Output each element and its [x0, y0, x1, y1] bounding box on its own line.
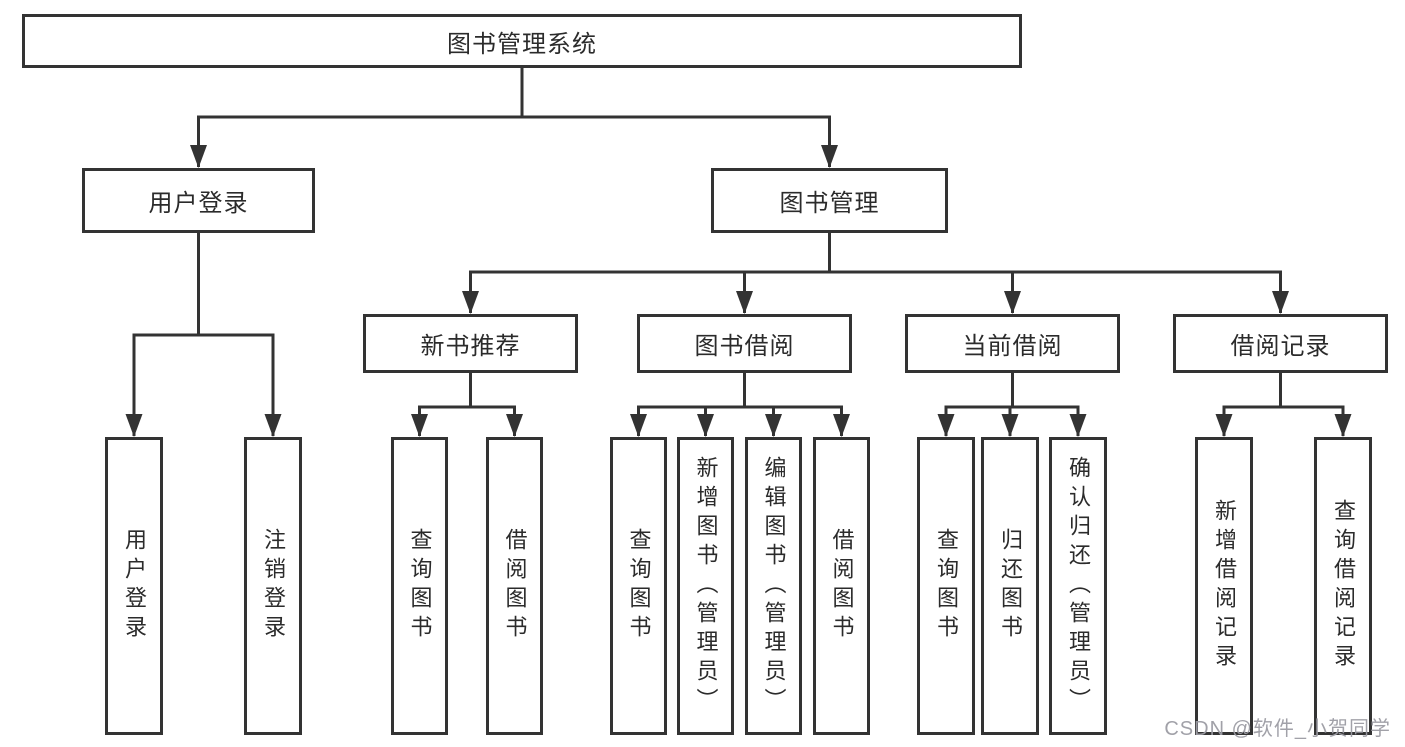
node-bb-edit: 编辑图书（管理员）	[745, 437, 802, 735]
node-nb-borrow: 借阅图书	[486, 437, 543, 735]
node-label: 借阅记录	[1230, 333, 1331, 360]
node-label: 用户登录	[148, 190, 249, 217]
node-bb-borrow: 借阅图书	[813, 437, 870, 735]
node-label: 新书推荐	[420, 333, 521, 360]
node-label: 新增借阅记录	[1212, 499, 1237, 673]
node-br-add: 新增借阅记录	[1195, 437, 1253, 735]
node-label: 编辑图书（管理员）	[761, 455, 787, 717]
watermark: CSDN @软件_小贺同学	[1164, 718, 1391, 740]
node-bb-add: 新增图书（管理员）	[677, 437, 734, 735]
node-root: 图书管理系统	[22, 14, 1022, 68]
node-label: 用户登录	[122, 528, 147, 644]
node-label: 借阅图书	[502, 528, 528, 644]
node-label: 图书管理	[779, 190, 880, 217]
node-br-query: 查询借阅记录	[1314, 437, 1372, 735]
node-label: 当前借阅	[962, 333, 1063, 360]
node-label: 注销登录	[261, 528, 286, 644]
node-leaf-logout: 注销登录	[244, 437, 302, 735]
node-label: 借阅图书	[829, 528, 855, 644]
node-label: 查询图书	[407, 528, 433, 644]
node-book-borrow: 图书借阅	[637, 314, 852, 373]
node-user-login: 用户登录	[82, 168, 315, 233]
node-label: 查询图书	[626, 528, 652, 644]
node-book-mgmt: 图书管理	[711, 168, 948, 233]
node-cb-query: 查询图书	[917, 437, 975, 735]
node-label: 查询图书	[934, 528, 959, 644]
node-leaf-user-login: 用户登录	[105, 437, 163, 735]
node-new-books: 新书推荐	[363, 314, 578, 373]
node-label: 归还图书	[998, 528, 1023, 644]
node-cb-return: 归还图书	[981, 437, 1039, 735]
node-borrow-records: 借阅记录	[1173, 314, 1388, 373]
node-label: 图书管理系统	[447, 30, 597, 58]
node-label: 确认归还（管理员）	[1066, 455, 1091, 717]
node-nb-query: 查询图书	[391, 437, 448, 735]
node-current-borrow: 当前借阅	[905, 314, 1120, 373]
node-label: 新增图书（管理员）	[693, 455, 719, 717]
node-label: 查询借阅记录	[1331, 499, 1356, 673]
node-label: 图书借阅	[694, 333, 795, 360]
node-cb-confirm: 确认归还（管理员）	[1049, 437, 1107, 735]
node-bb-query: 查询图书	[610, 437, 667, 735]
